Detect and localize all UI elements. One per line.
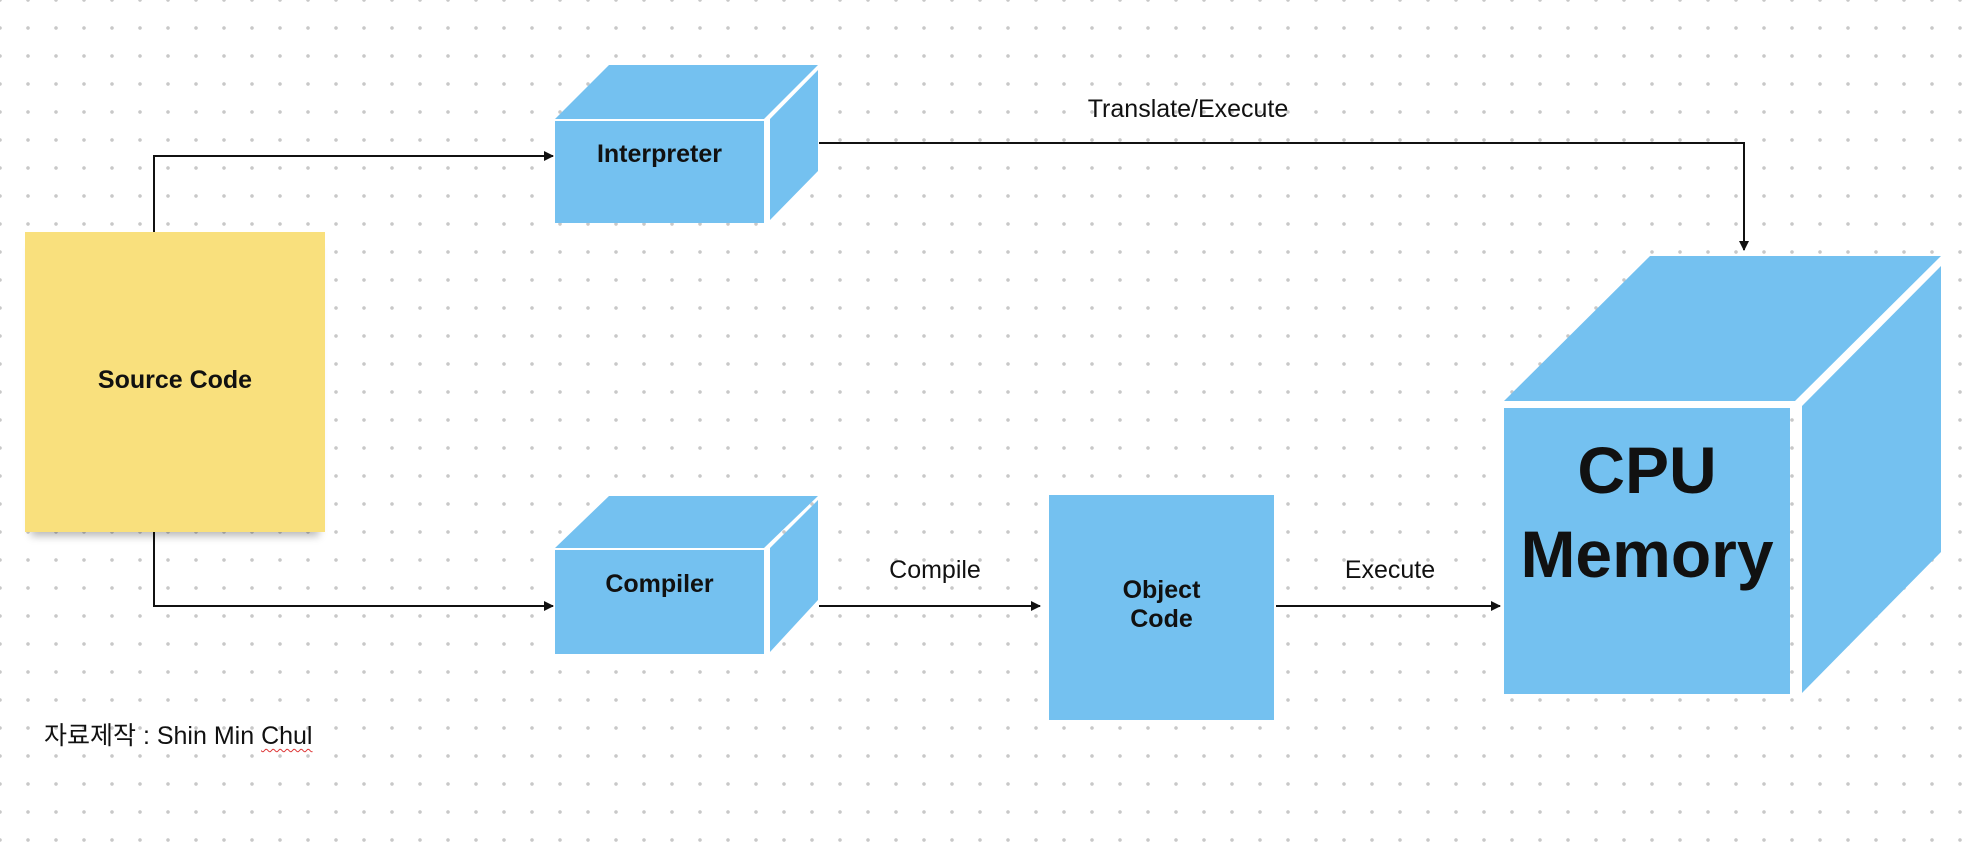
execute-edge-label: Execute [1344,556,1436,584]
compiler-box-front [555,550,764,654]
interpreter-label: Interpreter [596,140,723,168]
arrow-source-to-compiler [153,531,554,611]
cpu-memory-cube-top [1504,256,1941,401]
object-code-label: Object Code [1122,576,1201,633]
compiler-box[interactable] [555,496,818,654]
credit-prefix: 자료제작 : Shin Min [44,722,262,750]
translate-execute-edge-label: Translate/Execute [1087,95,1289,123]
compiler-box-side [770,500,818,652]
compiler-box-top [555,496,818,548]
cpu-memory-cube-side [1802,266,1941,693]
cpu-memory-cube-front [1504,408,1790,694]
source-code-label: Source Code [97,366,253,394]
source-code-sticky-note[interactable] [25,232,325,532]
arrow-source-to-interpreter [153,151,554,236]
compiler-label: Compiler [605,570,714,598]
compile-edge-label: Compile [889,556,981,584]
cpu-memory-cube[interactable] [1504,256,1941,694]
credit-text: 자료제작 : Shin Min Chul [44,716,312,752]
credit-name-spellcheck: Chul [261,722,313,750]
interpreter-box-front [555,121,764,223]
object-code-box[interactable] [1049,495,1274,720]
interpreter-box-top [555,65,818,119]
cpu-memory-label: CPU Memory [1520,433,1774,592]
interpreter-box[interactable] [555,65,818,223]
interpreter-box-side [770,70,818,220]
arrow-interpreter-to-cpu [819,142,1749,251]
